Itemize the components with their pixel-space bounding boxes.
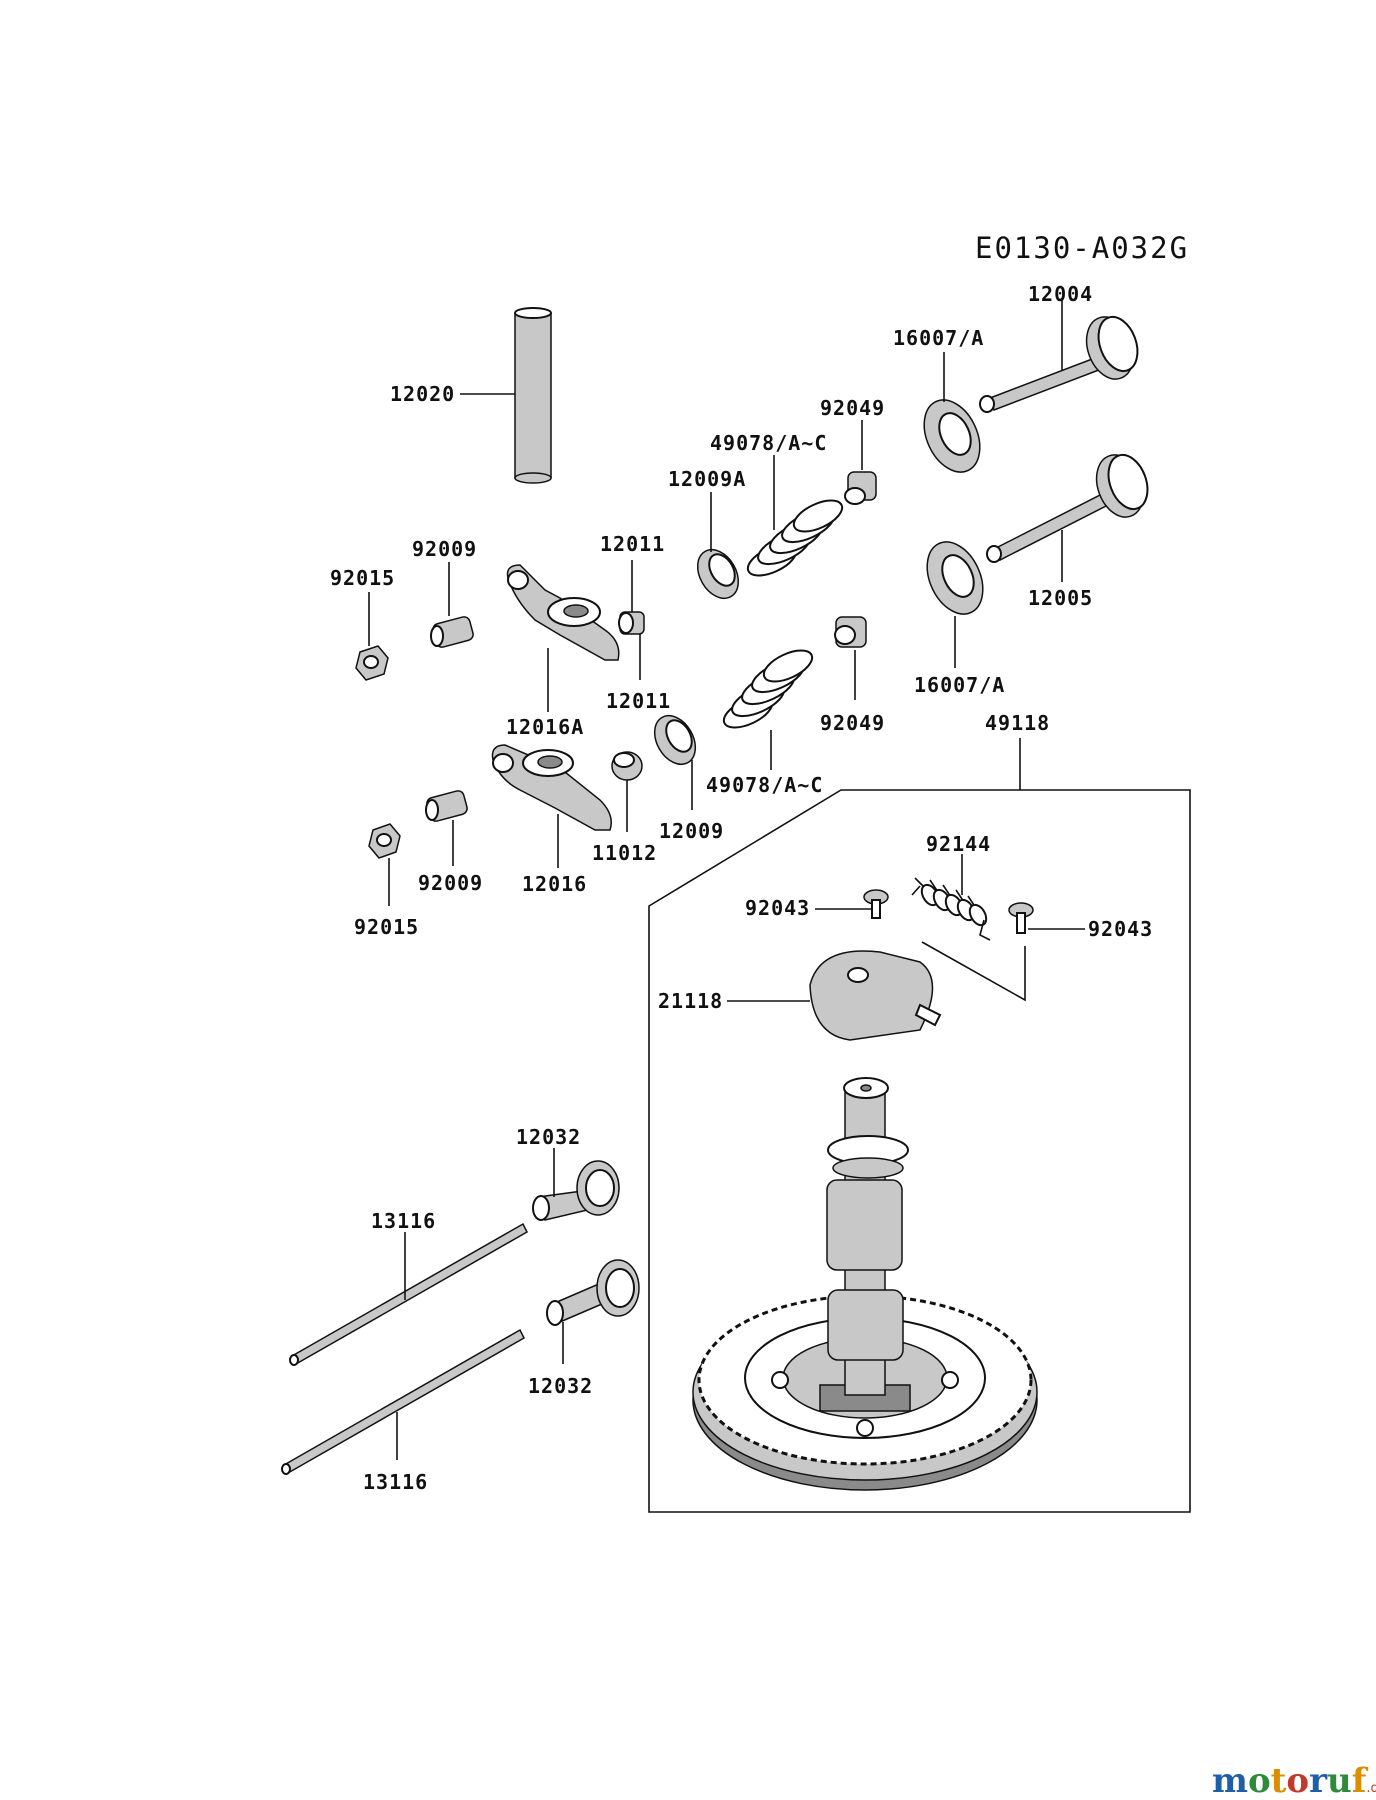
wm-letter: o bbox=[1286, 1761, 1309, 1800]
label-92049-bottom: 92049 bbox=[820, 711, 885, 735]
label-92009-top: 92009 bbox=[412, 537, 477, 561]
pivot-12011 bbox=[618, 611, 645, 635]
label-92015-bottom: 92015 bbox=[354, 915, 419, 939]
wm-letter: o bbox=[1248, 1761, 1271, 1800]
spring-49078-top bbox=[746, 499, 844, 577]
label-16007a-top: 16007/A bbox=[893, 326, 984, 350]
plate-21118 bbox=[809, 950, 942, 1041]
seat-12009 bbox=[653, 715, 697, 765]
label-12032-top: 12032 bbox=[516, 1125, 581, 1149]
retainer-16007a-bottom bbox=[926, 541, 984, 615]
label-92144: 92144 bbox=[926, 832, 991, 856]
label-12011-bottom: 12011 bbox=[606, 689, 671, 713]
seat-12009a bbox=[696, 549, 740, 599]
cap-11012 bbox=[611, 751, 643, 781]
pushrod-13116-top bbox=[289, 1222, 528, 1366]
wm-letter: r bbox=[1309, 1761, 1328, 1800]
label-16007a-bottom: 16007/A bbox=[914, 673, 1005, 697]
label-49078-bottom: 49078/A~C bbox=[706, 773, 823, 797]
label-12005: 12005 bbox=[1028, 586, 1093, 610]
nut-92015-top bbox=[355, 645, 389, 681]
label-49118: 49118 bbox=[985, 711, 1050, 735]
nut-92015-bottom bbox=[368, 823, 401, 859]
pin-leader-line bbox=[921, 941, 1026, 1002]
spring-92144 bbox=[911, 877, 991, 941]
label-92043-right: 92043 bbox=[1088, 917, 1153, 941]
valve-12005 bbox=[986, 453, 1149, 563]
label-11012: 11012 bbox=[592, 841, 657, 865]
wm-letter: f bbox=[1352, 1761, 1369, 1800]
label-12011-top: 12011 bbox=[600, 532, 665, 556]
adjuster-92009-top bbox=[430, 616, 474, 648]
label-21118: 21118 bbox=[658, 989, 723, 1013]
label-12016: 12016 bbox=[522, 872, 587, 896]
wm-suffix: .de bbox=[1366, 1781, 1376, 1796]
label-12020: 12020 bbox=[390, 382, 455, 406]
label-13116-top: 13116 bbox=[371, 1209, 436, 1233]
watermark-brand: motoruf.de bbox=[1212, 1761, 1376, 1800]
label-12004: 12004 bbox=[1028, 282, 1093, 306]
collet-92049-bottom bbox=[834, 616, 867, 648]
valve-12004 bbox=[979, 315, 1139, 413]
shaft-12020 bbox=[514, 307, 552, 484]
label-12016a: 12016A bbox=[506, 715, 584, 739]
adjuster-92009-bottom bbox=[425, 790, 468, 822]
pin-92043-left bbox=[863, 889, 889, 919]
label-12009a: 12009A bbox=[668, 467, 746, 491]
wm-letter: m bbox=[1212, 1761, 1248, 1800]
camshaft-gear bbox=[692, 1077, 1038, 1491]
pushrod-13116-bottom bbox=[281, 1328, 525, 1475]
diagram-code: E0130-A032G bbox=[975, 231, 1189, 265]
pin-92043-right bbox=[1008, 902, 1034, 934]
wm-letter: u bbox=[1327, 1761, 1352, 1800]
rocker-arm-12016a bbox=[506, 564, 620, 661]
wm-letter: t bbox=[1271, 1761, 1287, 1800]
label-49078-top: 49078/A~C bbox=[710, 431, 827, 455]
lifter-12032-bottom bbox=[546, 1259, 640, 1326]
collet-92049-top bbox=[844, 471, 877, 505]
label-92043-left: 92043 bbox=[745, 896, 810, 920]
watermark-logo: motoruf.de bbox=[1212, 1761, 1376, 1800]
label-92015-top: 92015 bbox=[330, 566, 395, 590]
lifter-12032-top bbox=[532, 1160, 620, 1221]
spring-49078-bottom bbox=[722, 649, 814, 729]
label-12032-bottom: 12032 bbox=[528, 1374, 593, 1398]
assembly-box-49118 bbox=[648, 789, 1191, 1513]
label-13116-bottom: 13116 bbox=[363, 1470, 428, 1494]
label-92049-top: 92049 bbox=[820, 396, 885, 420]
retainer-16007a-top bbox=[923, 399, 981, 473]
label-92009-bottom: 92009 bbox=[418, 871, 483, 895]
label-12009: 12009 bbox=[659, 819, 724, 843]
rocker-arm-12016 bbox=[491, 744, 612, 831]
